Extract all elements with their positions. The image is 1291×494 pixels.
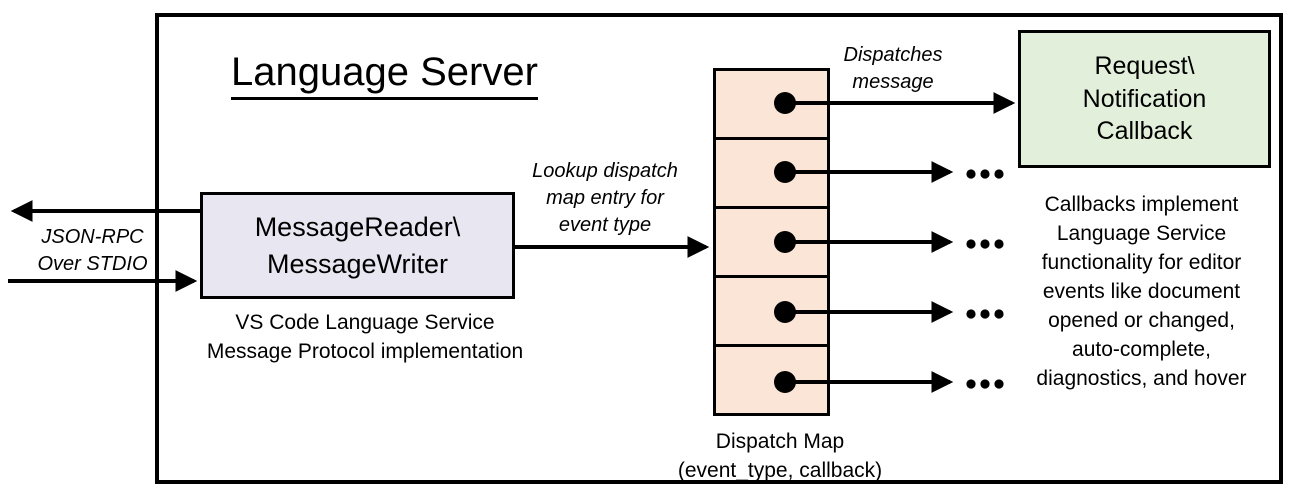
- dispatches-arrow-label: Dispatches message: [843, 44, 943, 93]
- message-reader-writer-box: MessageReader\ MessageWriter: [200, 192, 515, 299]
- dispatch-map-cell: [716, 275, 827, 344]
- dispatch-map-cell: [716, 206, 827, 275]
- dispatch-map-caption: Dispatch Map (event_type, callback): [677, 430, 883, 482]
- language-server-boundary-box: [155, 13, 1283, 484]
- io-channel-label: JSON-RPC Over STDIO: [37, 226, 148, 275]
- dispatch-map-box: [713, 68, 830, 416]
- message-box-caption: VS Code Language Service Message Protoco…: [206, 311, 524, 363]
- dispatch-map-cell: [716, 137, 827, 206]
- request-notification-callback-box: Request\ Notification Callback: [1018, 30, 1271, 168]
- dispatch-map-cell: [716, 71, 827, 137]
- lookup-arrow-label: Lookup dispatch map entry for event type: [532, 160, 678, 236]
- dispatch-map-cell: [716, 344, 827, 413]
- page-title: Language Server: [231, 50, 538, 100]
- callbacks-note: Callbacks implement Language Service fun…: [1036, 193, 1247, 390]
